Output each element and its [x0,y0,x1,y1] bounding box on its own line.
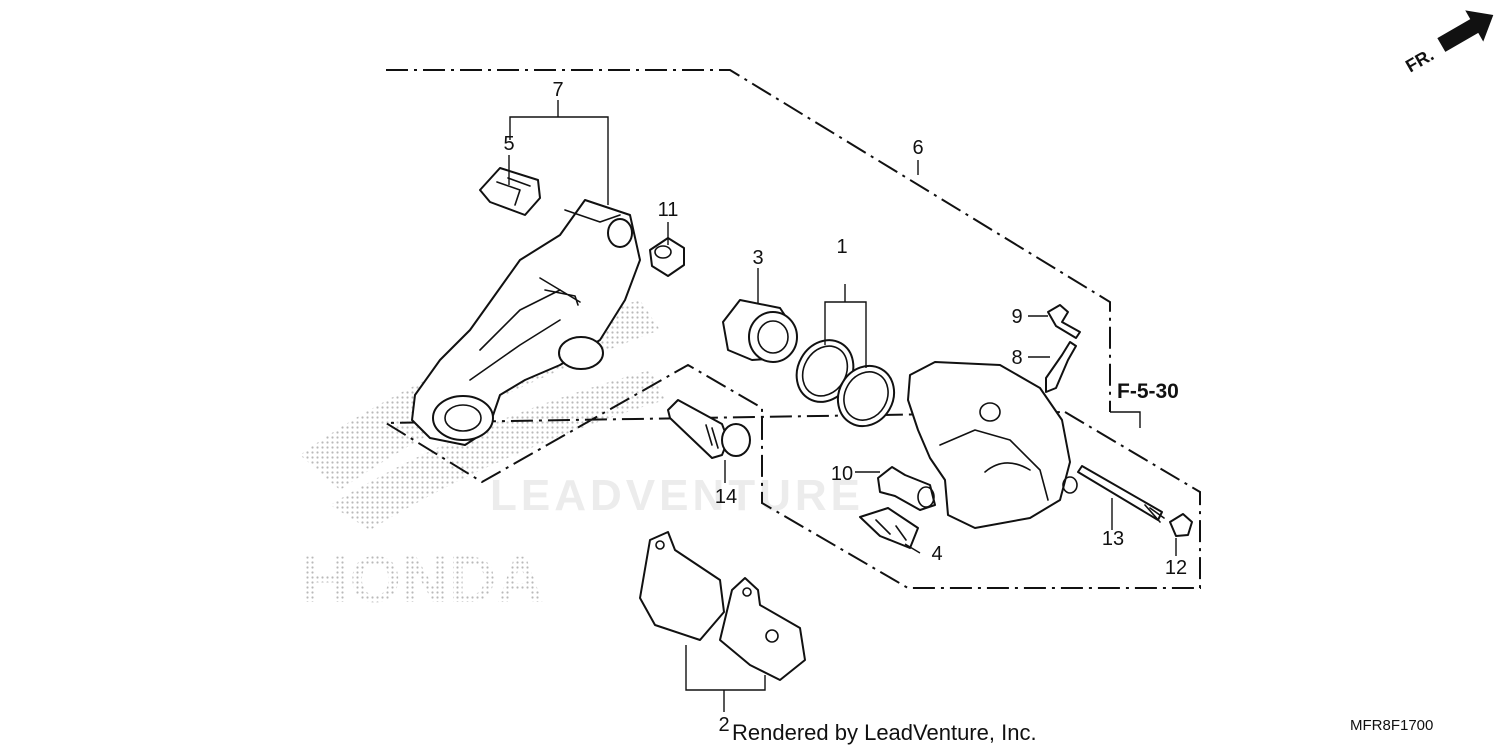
brake-pads [639,531,806,681]
caliper-assembly-outline [382,69,1201,589]
callout-12: 12 [1165,557,1187,579]
pin-bolt [667,399,751,459]
front-direction-label: FR. [1402,45,1437,77]
bleeder-cap [1047,304,1081,339]
callout-10: 10 [831,463,853,485]
callout-8: 8 [1011,347,1022,369]
callout-13: 13 [1102,528,1124,550]
callout-14: 14 [715,486,737,508]
callout-5: 5 [503,133,514,155]
callout-labels: 1 2 3 4 5 6 7 8 9 10 11 12 13 14 [503,79,1187,736]
boot [649,237,685,277]
caliper-body [907,361,1078,529]
piston [722,299,798,363]
callout-9: 9 [1011,306,1022,328]
leader-lines [508,100,1177,712]
caliper-bracket [411,199,641,446]
bleeder-screw [1045,341,1077,393]
callout-6: 6 [912,137,923,159]
pin-plug [1169,513,1193,537]
footer-credit: Rendered by LeadVenture, Inc. [732,720,1037,745]
front-direction-arrow-icon [1437,10,1494,52]
leadventure-watermark-text: LEADVENTURE [490,471,864,520]
callout-2: 2 [718,714,729,736]
piston-seals [795,339,896,428]
pad-spring [479,167,541,216]
callout-4: 4 [931,543,942,565]
caliper-pin [1077,465,1165,523]
honda-watermark-text: HONDA [302,542,544,616]
callout-3: 3 [752,247,763,269]
leadventure-watermark: LEADVENTURE [490,471,864,520]
flange-bolt [877,466,936,511]
callout-11: 11 [658,199,679,221]
reference-label: F-5-30 [1117,380,1179,403]
pad-retainer [859,507,919,549]
callout-1: 1 [836,236,847,258]
diagram-code: MFR8F1700 [1350,717,1433,734]
callout-7: 7 [552,79,563,101]
